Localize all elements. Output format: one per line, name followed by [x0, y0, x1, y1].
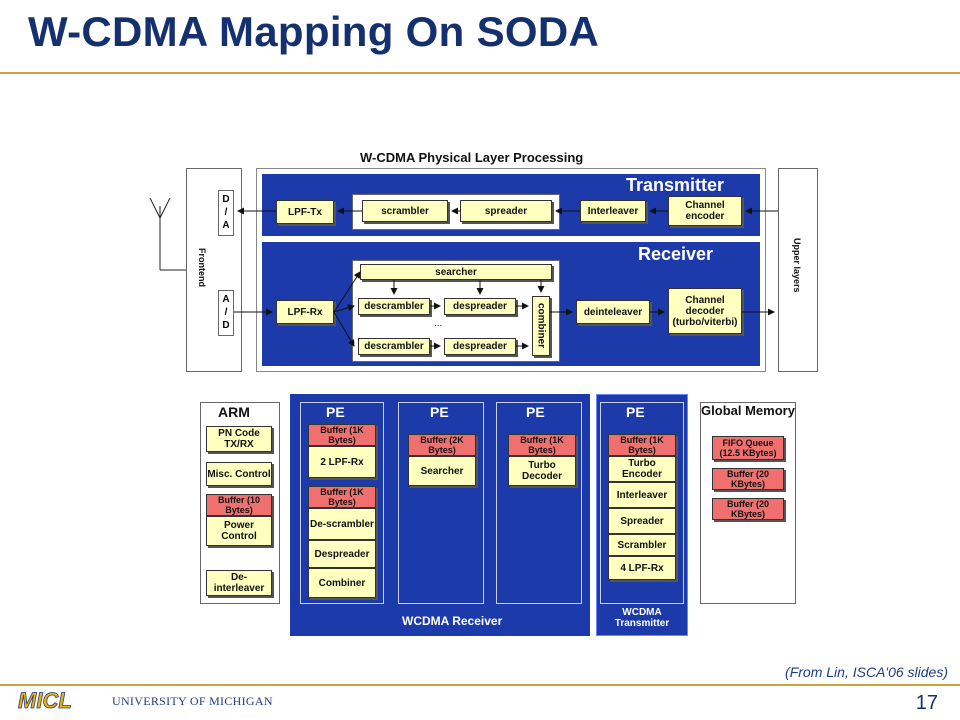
scrambler-block: scrambler	[362, 200, 448, 222]
arm-pn-code-block: PN Code TX/RX	[206, 426, 272, 452]
pe4-scrambler-block: Scrambler	[608, 534, 676, 556]
pe2-searcher-block: Searcher	[408, 456, 476, 486]
transmitter-title: Transmitter	[626, 175, 725, 195]
pe1-combiner-block: Combiner	[308, 568, 376, 598]
pe4-spreader-block: Spreader	[608, 508, 676, 534]
wcdma-receiver-label: WCDMA Receiver	[402, 614, 503, 628]
university-name: UNIVERSITY OF MICHIGAN	[112, 694, 273, 708]
antenna-icon	[149, 198, 186, 271]
micl-logo-text: MICL	[18, 689, 72, 711]
da-letter-d: D	[222, 194, 230, 205]
page-number: 17	[915, 692, 938, 714]
pe2-frame	[398, 402, 484, 604]
pe4-turbo-encoder-block: Turbo Encoder	[608, 456, 676, 482]
descrambler-block-2: descrambler	[358, 338, 430, 355]
pe4-lpf-rx-block: 4 LPF-Rx	[608, 556, 676, 580]
pe1-lpf-rx-block: 2 LPF-Rx	[308, 446, 376, 478]
arm-power-control-block: Power Control	[206, 516, 272, 546]
pe4-interleaver-block: Interleaver	[608, 482, 676, 508]
pe2-buffer-block: Buffer (2K Bytes)	[408, 434, 476, 456]
da-letter-a: A	[222, 220, 230, 231]
pe1-title: PE	[326, 404, 345, 420]
top-divider	[0, 72, 960, 74]
rake-ellipsis: ...	[434, 318, 443, 329]
pe3-turbo-decoder-block: Turbo Decoder	[508, 456, 576, 486]
global-memory-title: Global Memory	[701, 403, 795, 418]
ad-letter-a: A	[222, 294, 230, 305]
arm-title: ARM	[218, 404, 250, 420]
pe3-buffer-block: Buffer (1K Bytes)	[508, 434, 576, 456]
physical-layer-title: W-CDMA Physical Layer Processing	[360, 150, 584, 165]
channel-decoder-block: Channel decoder (turbo/viterbi)	[668, 288, 742, 334]
arm-misc-control-block: Misc. Control	[206, 462, 272, 486]
spreader-block: spreader	[460, 200, 552, 222]
combiner-label: combiner	[535, 303, 547, 349]
pe2-title: PE	[430, 404, 449, 420]
bottom-divider	[0, 684, 960, 686]
pe1-despreader-block: Despreader	[308, 540, 376, 568]
global-buffer-block-2: Buffer (20 KBytes)	[712, 498, 784, 520]
pe4-title: PE	[626, 404, 645, 420]
wcdma-transmitter-label: WCDMA Transmitter	[614, 607, 670, 629]
pe4-buffer-block: Buffer (1K Bytes)	[608, 434, 676, 456]
pe4-frame	[600, 402, 684, 604]
combiner-block: combiner	[532, 296, 550, 356]
da-slash: /	[224, 207, 228, 218]
despreader-block-1: despreader	[444, 298, 516, 315]
ad-letter-d: D	[222, 320, 230, 331]
pe3-title: PE	[526, 404, 545, 420]
global-buffer-block-1: Buffer (20 KBytes)	[712, 468, 784, 490]
pe1-frame	[300, 402, 384, 604]
despreader-block-2: despreader	[444, 338, 516, 355]
searcher-block: searcher	[360, 264, 552, 280]
pe3-frame	[496, 402, 582, 604]
deinterleaver-block: deinteleaver	[576, 300, 650, 324]
ad-converter: A / D	[218, 290, 234, 336]
da-converter: D / A	[218, 190, 234, 236]
lpf-rx-block: LPF-Rx	[276, 300, 334, 324]
lpf-tx-block: LPF-Tx	[276, 200, 334, 224]
upper-layers-box	[778, 168, 818, 372]
global-fifo-queue-block: FIFO Queue (12.5 KBytes)	[712, 436, 784, 460]
pe1-buffer-block-1: Buffer (1K Bytes)	[308, 424, 376, 446]
pe1-buffer-block-2: Buffer (1K Bytes)	[308, 486, 376, 508]
arm-deinterleaver-block: De-interleaver	[206, 570, 272, 596]
citation: (From Lin, ISCA'06 slides)	[785, 664, 948, 680]
arm-buffer-block: Buffer (10 Bytes)	[206, 494, 272, 516]
micl-logo: MICL	[18, 689, 72, 711]
receiver-title: Receiver	[638, 244, 714, 264]
upper-layers-label: Upper layers	[792, 238, 802, 293]
frontend-label: Frontend	[197, 248, 207, 287]
descrambler-block-1: descrambler	[358, 298, 430, 315]
interleaver-block: Interleaver	[580, 200, 646, 222]
slide-title: W-CDMA Mapping On SODA	[28, 8, 600, 55]
channel-encoder-block: Channel encoder	[668, 196, 742, 226]
ad-slash: /	[224, 307, 228, 318]
pe1-descrambler-block: De-scrambler	[308, 508, 376, 540]
